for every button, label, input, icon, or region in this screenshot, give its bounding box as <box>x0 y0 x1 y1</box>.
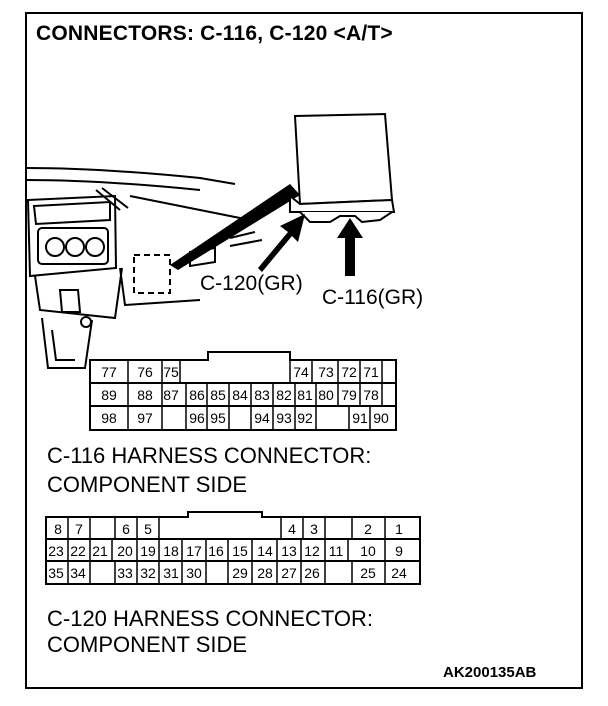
c120-pin-1: 1 <box>395 521 403 537</box>
c120-pin-12: 12 <box>304 543 320 559</box>
c116-pin-94: 94 <box>254 410 270 426</box>
c116-arrow <box>337 218 363 276</box>
c116-caption-line2: COMPONENT SIDE <box>47 472 248 497</box>
c116-pin-80: 80 <box>318 387 334 403</box>
c120-pin-18: 18 <box>163 543 179 559</box>
c116-pin-97: 97 <box>137 410 153 426</box>
c116-pin-91: 91 <box>352 410 368 426</box>
c120-pin-34: 34 <box>70 565 86 581</box>
c120-pin-8: 8 <box>54 521 62 537</box>
c120-pin-4: 4 <box>288 521 296 537</box>
c120-arrow <box>258 214 305 272</box>
c120-pin-31: 31 <box>163 565 179 581</box>
c120-pin-6: 6 <box>122 521 130 537</box>
c116-pin-96: 96 <box>189 410 205 426</box>
c120-pin-14: 14 <box>257 543 273 559</box>
connector-arrows <box>258 214 363 276</box>
c116-pin-73: 73 <box>318 364 334 380</box>
c120-pin-2: 2 <box>364 521 372 537</box>
c116-location-label: C-116(GR) <box>322 286 424 309</box>
c120-pin-16: 16 <box>208 543 224 559</box>
c120-pin-5: 5 <box>144 521 152 537</box>
c116-pin-93: 93 <box>276 410 292 426</box>
c120-pin-29: 29 <box>232 565 248 581</box>
c116-pin-90: 90 <box>373 410 389 426</box>
c116-pin-87: 87 <box>163 387 179 403</box>
callout-wedge <box>170 184 300 270</box>
c116-pin-82: 82 <box>276 387 292 403</box>
c116-pin-84: 84 <box>232 387 248 403</box>
c120-pin-27: 27 <box>281 565 297 581</box>
c116-pin-86: 86 <box>189 387 205 403</box>
c120-pin-30: 30 <box>186 565 202 581</box>
figure-code: AK200135AB <box>443 664 537 681</box>
c120-pin-17: 17 <box>186 543 202 559</box>
c116-pin-72: 72 <box>341 364 357 380</box>
c120-pin-35: 35 <box>48 565 64 581</box>
c116-pin-75: 75 <box>163 364 179 380</box>
c120-caption-line1: C-120 HARNESS CONNECTOR: <box>47 606 373 631</box>
dashboard-drawing <box>26 167 263 369</box>
c120-pin-3: 3 <box>310 521 318 537</box>
c120-pin-26: 26 <box>304 565 320 581</box>
c120-pin-9: 9 <box>395 543 403 559</box>
c120-pin-32: 32 <box>140 565 156 581</box>
ecu-module <box>289 112 396 224</box>
c120-pin-22: 22 <box>70 543 86 559</box>
c116-pin-88: 88 <box>137 387 153 403</box>
c120-pin-7: 7 <box>75 521 83 537</box>
c116-pin-81: 81 <box>297 387 313 403</box>
c116-pin-71: 71 <box>363 364 379 380</box>
c116-pin-95: 95 <box>210 410 226 426</box>
c120-caption-line2: COMPONENT SIDE <box>47 632 248 657</box>
c116-pin-92: 92 <box>297 410 313 426</box>
c116-pin-77: 77 <box>101 364 117 380</box>
c116-pin-85: 85 <box>210 387 226 403</box>
c116-pin-78: 78 <box>363 387 379 403</box>
c116-pin-83: 83 <box>254 387 270 403</box>
c116-pin-89: 89 <box>101 387 117 403</box>
diagram-frame <box>25 12 583 689</box>
c120-pin-10: 10 <box>360 543 376 559</box>
c120-pin-33: 33 <box>117 565 133 581</box>
c120-pin-23: 23 <box>48 543 64 559</box>
diagram-title: CONNECTORS: C-116, C-120 <A/T> <box>36 22 393 45</box>
c116-pin-98: 98 <box>101 410 117 426</box>
c120-pin-28: 28 <box>257 565 273 581</box>
c120-pin-15: 15 <box>232 543 248 559</box>
c116-pin-79: 79 <box>341 387 357 403</box>
c116-pin-76: 76 <box>137 364 153 380</box>
c120-pin-20: 20 <box>117 543 133 559</box>
c120-pin-11: 11 <box>329 543 344 559</box>
c116-caption-line1: C-116 HARNESS CONNECTOR: <box>47 443 372 468</box>
c116-pin-74: 74 <box>293 364 309 380</box>
c120-pin-19: 19 <box>140 543 156 559</box>
c120-pin-13: 13 <box>281 543 297 559</box>
c120-pin-24: 24 <box>391 565 407 581</box>
c120-location-label: C-120(GR) <box>200 272 303 295</box>
c120-pin-25: 25 <box>360 565 376 581</box>
c120-pin-21: 21 <box>92 543 108 559</box>
